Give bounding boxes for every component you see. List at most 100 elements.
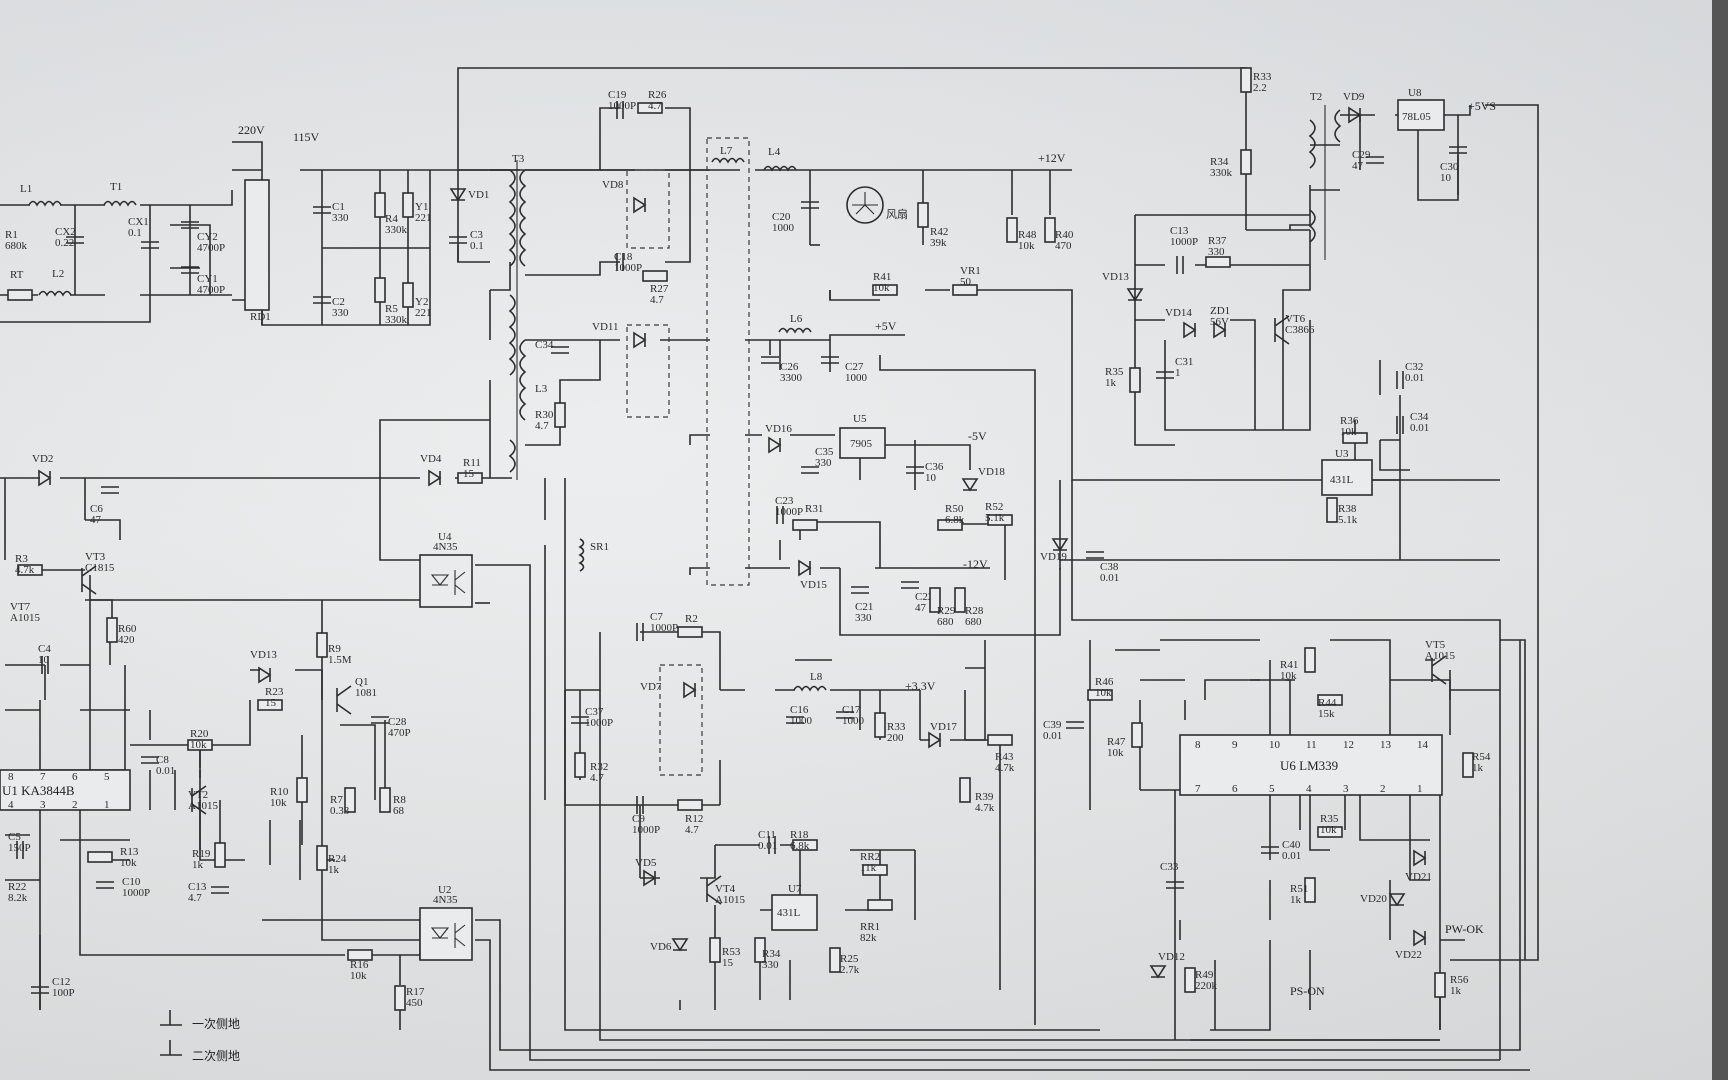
u1-pin-4: 4: [8, 799, 14, 811]
component-ref-r33b: R33: [1253, 71, 1272, 83]
component-ref-vd2: VD2: [32, 453, 53, 465]
component-ref-vd13: VD13: [1102, 271, 1129, 283]
resistor-body: [316, 845, 328, 871]
component-ref-vd5: VD5: [635, 857, 657, 869]
lm339-pin-6: 6: [1232, 783, 1238, 795]
component-value-r51: 1k: [1290, 894, 1302, 906]
component-ref-r4: R4: [385, 213, 398, 225]
component-value-r49: 220k: [1195, 980, 1218, 992]
resistor-body: [347, 949, 373, 961]
component-value-r8: 68: [393, 805, 405, 817]
component-value-c21: 330: [855, 612, 872, 624]
component-ref-c17: C17: [842, 704, 861, 716]
component-ref-r1: R1: [5, 229, 18, 241]
resistor-body: [959, 777, 971, 803]
u2-label: 4N35: [433, 894, 458, 906]
inductor-coil: [778, 327, 812, 334]
component-ref-r35b: R35: [1320, 813, 1339, 825]
resistor-body: [1184, 967, 1196, 993]
component-ref-r50: R50: [945, 503, 964, 515]
capacitor-plates: [836, 711, 854, 719]
component-value-r7: 0.33: [330, 805, 350, 817]
component-ref-y2: Y2: [415, 296, 428, 308]
resistor-body: [1304, 647, 1316, 673]
component-ref-vd11: VD11: [592, 321, 618, 333]
component-value-r4: 330k: [385, 224, 408, 236]
component-ref-vd17: VD17: [930, 721, 957, 733]
component-value-vr1: 50: [960, 276, 972, 288]
component-t2: T2: [1310, 91, 1322, 103]
capacitor-plates: [821, 356, 839, 364]
component-value-r1: 680k: [5, 240, 28, 252]
capacitor-plates: [96, 881, 114, 889]
component-ref-c31: C31: [1175, 356, 1193, 368]
component-ref-r31: R31: [805, 503, 823, 515]
component-c33: C33: [1160, 861, 1184, 889]
component-ref-r34b: R34: [1210, 156, 1229, 168]
component-ref-c38: C38: [1100, 561, 1119, 573]
capacitor-plates: [66, 236, 84, 244]
inductor-coil: [793, 685, 827, 692]
component-ref-c13: C13: [1170, 225, 1189, 237]
component-value-r12: 4.7: [685, 824, 699, 836]
component-ref-c1: C1: [332, 201, 345, 213]
component-value-rr2: 11k: [860, 862, 877, 874]
component-ref-c32: C32: [1405, 361, 1423, 373]
component-value-r36: 10k: [1340, 426, 1357, 438]
component-ref-r30: R30: [535, 409, 554, 421]
component-value-r20: 10k: [190, 739, 207, 751]
component-vd17: VD17: [928, 721, 957, 749]
component-vd2: VD2: [32, 453, 53, 487]
inductor-coil: [38, 290, 72, 297]
component-ref-t1: T1: [110, 181, 122, 193]
component-ref-t3: T3: [512, 153, 525, 165]
component-ref-c5: C5: [8, 831, 21, 843]
resistor-body: [1317, 694, 1343, 706]
component-ref-c3: C3: [470, 229, 483, 241]
component-ref-zd1: ZD1: [1210, 305, 1230, 317]
component-ref-r29: R29: [937, 605, 956, 617]
resistor-body: [1131, 722, 1143, 748]
component-value-vt2: A1015: [188, 800, 218, 812]
component-vd19: VD19: [1040, 538, 1069, 563]
resistor-body: [1326, 497, 1338, 523]
component-ref-r41b: R41: [1280, 659, 1298, 671]
rail-p33-label: +3.3V: [905, 679, 936, 693]
capacitor-plates: [181, 221, 199, 229]
diode-symbol: [1348, 106, 1362, 124]
capacitor-plates: [1156, 371, 1174, 379]
component-vd7: VD7: [640, 681, 697, 699]
component-ref-l7: L7: [720, 145, 733, 157]
component-ref-r9: R9: [328, 643, 341, 655]
component-value-r35b: 10k: [1320, 824, 1337, 836]
component-value-c29: 47: [1352, 160, 1364, 172]
component-ref-vd13b: VD13: [250, 649, 277, 661]
resistor-body: [1342, 432, 1368, 444]
diode-symbol: [633, 331, 647, 349]
component-value-r35: 1k: [1105, 377, 1117, 389]
component-ref-l1: L1: [20, 183, 32, 195]
capacitor-plates: [801, 201, 819, 209]
capacitor-plates: [141, 756, 159, 764]
component-ref-r49: R49: [1195, 969, 1214, 981]
component-value-c34b: 0.01: [1410, 422, 1429, 434]
diode-symbol: [1413, 849, 1427, 867]
rail-p12-label: +12V: [1038, 151, 1066, 165]
lm339-pin-9: 9: [1232, 739, 1238, 751]
capacitor-plates: [1066, 721, 1084, 729]
component-l7: L7: [711, 145, 745, 164]
component-vd15: VD15: [798, 559, 827, 591]
capacitor-plates: [1086, 551, 1104, 559]
